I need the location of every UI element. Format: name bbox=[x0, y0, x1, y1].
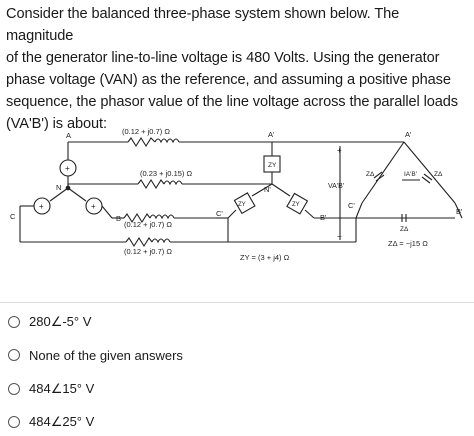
voltage-plus: + bbox=[337, 146, 342, 155]
node-a-label: A bbox=[66, 131, 71, 140]
generator: + + + bbox=[33, 159, 103, 215]
line-impedance-c-label: (0.12 + j0.7) Ω bbox=[124, 247, 172, 256]
answer-option-4[interactable]: 484∠25° V bbox=[8, 411, 94, 433]
node-a-prime-delta-label: A' bbox=[405, 130, 412, 139]
node-b-label: B bbox=[116, 214, 121, 223]
zd-left-label: ZΔ bbox=[366, 171, 375, 178]
circuit-diagram: + + + A (0.12 + j0.7) Ω A' N (0.23 + j0.… bbox=[10, 127, 463, 262]
option-label: 484∠15° V bbox=[29, 381, 95, 396]
current-ab-label: IA'B' bbox=[404, 171, 417, 178]
delta-load: A' B' C' ZΔ ZΔ ZΔ IA'B' ZΔ = −j15 Ω bbox=[348, 130, 463, 248]
question-line: sequence, the phasor value of the line v… bbox=[6, 94, 458, 110]
radio-button[interactable] bbox=[8, 316, 20, 328]
line-impedance-b-label: (0.12 + j0.7) Ω bbox=[124, 220, 172, 229]
question-line: phase voltage (VAN) as the reference, an… bbox=[6, 72, 451, 88]
option-label: 484∠25° V bbox=[29, 414, 95, 429]
node-c-prime-delta-label: C' bbox=[348, 201, 355, 210]
polarity-plus: + bbox=[39, 202, 44, 211]
node-a-prime-label: A' bbox=[268, 130, 275, 139]
voltage-minus: − bbox=[337, 232, 342, 241]
zy-left-label: ZY bbox=[238, 202, 246, 208]
zy-top-label: ZY bbox=[268, 162, 277, 169]
question-line: (VA'B') is about: bbox=[6, 116, 107, 132]
zy-value-label: ZY = (3 + j4) Ω bbox=[240, 253, 290, 262]
zd-bottom-label: ZΔ bbox=[400, 226, 409, 233]
option-label: None of the given answers bbox=[29, 347, 183, 363]
zd-value-label: ZΔ = −j15 Ω bbox=[388, 239, 428, 248]
answer-option-1[interactable]: 280∠-5° V bbox=[8, 311, 91, 333]
neutral-impedance-label: (0.23 + j0.15) Ω bbox=[140, 169, 192, 178]
radio-button[interactable] bbox=[8, 416, 20, 428]
radio-button[interactable] bbox=[8, 383, 20, 395]
answer-option-3[interactable]: 484∠15° V bbox=[8, 378, 94, 400]
question-line: Consider the balanced three-phase system… bbox=[6, 6, 400, 44]
polarity-plus: + bbox=[65, 164, 70, 173]
zy-right-label: ZY bbox=[292, 202, 300, 208]
node-b-prime-label: B' bbox=[320, 213, 327, 222]
option-label: 280∠-5° V bbox=[29, 314, 92, 329]
wye-load: ZY ZY ZY ZY = (3 + j4) Ω bbox=[216, 142, 315, 262]
node-c-prime-label: C' bbox=[216, 209, 223, 218]
zd-right-label: ZΔ bbox=[434, 171, 443, 178]
node-c-label: C bbox=[10, 212, 16, 221]
node-b-prime-delta-label: B' bbox=[456, 207, 463, 216]
node-n-label: N bbox=[56, 183, 61, 192]
answer-option-2[interactable]: None of the given answers bbox=[8, 344, 183, 366]
voltage-ab-label: VA'B' bbox=[328, 183, 344, 190]
options-divider bbox=[0, 302, 474, 303]
question-text: Consider the balanced three-phase system… bbox=[6, 3, 470, 135]
node-n-prime-label: N' bbox=[264, 185, 271, 194]
radio-button[interactable] bbox=[8, 349, 20, 361]
polarity-plus: + bbox=[91, 202, 96, 211]
question-line: of the generator line-to-line voltage is… bbox=[6, 50, 440, 66]
line-impedance-a-label: (0.12 + j0.7) Ω bbox=[122, 127, 170, 136]
